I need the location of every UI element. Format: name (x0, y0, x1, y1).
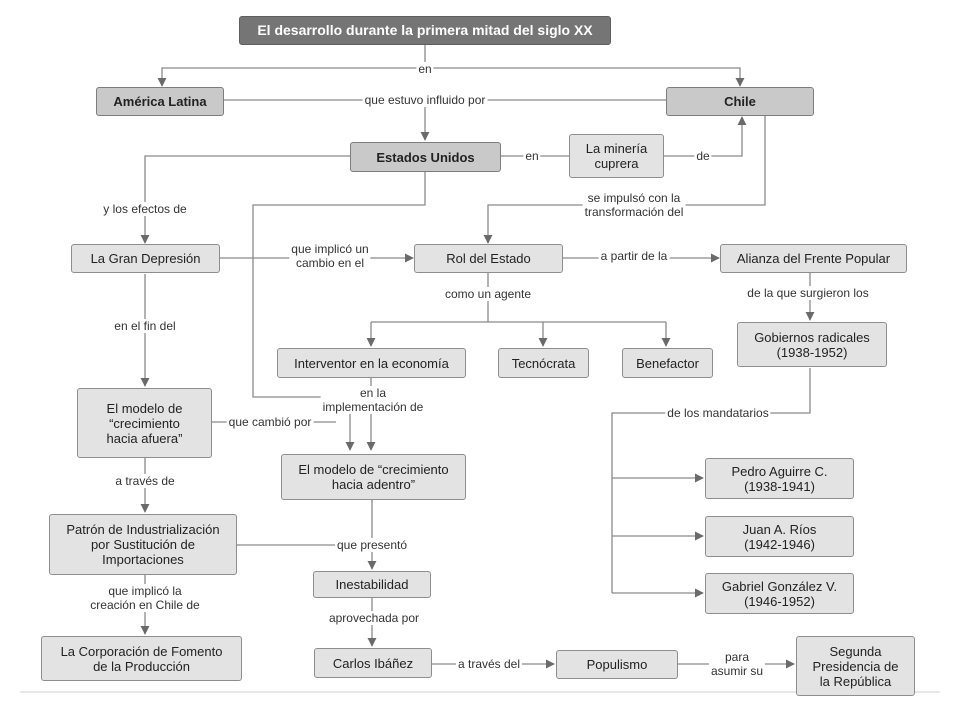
node-gonzalez: Gabriel González V. (1946-1952) (705, 573, 854, 614)
node-rol-estado: Rol del Estado (414, 244, 563, 273)
node-inestabilidad: Inestabilidad (313, 571, 431, 598)
link-implico-creacion: que implicó la creación en Chile de (88, 584, 202, 612)
title-node: El desarrollo durante la primera mitad d… (239, 16, 611, 45)
node-interventor: Interventor en la economía (277, 348, 466, 378)
link-presento: que presentó (334, 538, 410, 552)
connector-mineria-chile (664, 116, 747, 157)
node-estados-unidos: Estados Unidos (350, 142, 501, 172)
node-benefactor: Benefactor (622, 348, 713, 378)
node-ibanez: Carlos Ibáñez (314, 648, 432, 678)
node-america-latina: América Latina (96, 87, 224, 116)
link-fin-del: en el fin del (112, 319, 178, 333)
link-cambio-por: que cambió por (226, 415, 314, 429)
node-tecnocrata: Tecnócrata (498, 348, 589, 378)
node-gran-depresion: La Gran Depresión (71, 244, 220, 273)
node-chile: Chile (666, 87, 814, 116)
link-impulso: se impulsó con la transformación del (582, 191, 686, 219)
link-a-partir: a partir de la (598, 249, 670, 263)
connector-eeuu-depresion (140, 155, 350, 244)
link-aprovechada: aprovechada por (326, 611, 422, 625)
node-modelo-afuera: El modelo de “crecimiento hacia afuera” (77, 388, 212, 458)
link-en-la-impl: en la implementación de (320, 386, 426, 414)
node-mineria: La minería cuprera (569, 134, 664, 178)
link-efectos: y los efectos de (101, 202, 189, 216)
link-mandatarios: de los mandatarios (665, 406, 771, 420)
link-para-asumir: para asumir su (708, 650, 766, 678)
node-populismo: Populismo (556, 650, 678, 679)
connector-title-chile (425, 67, 745, 87)
link-a-traves-del: a través del (455, 657, 523, 671)
node-aguirre: Pedro Aguirre C. (1938-1941) (705, 458, 854, 499)
link-en-eeuu: en (523, 149, 541, 163)
link-surgieron: de la que surgieron los (745, 286, 871, 300)
link-como-agente: como un agente (442, 287, 534, 301)
connector-title-america (157, 67, 425, 87)
node-rios: Juan A. Ríos (1942-1946) (705, 516, 854, 557)
link-implico-cambio: que implicó un cambio en el (289, 242, 371, 270)
node-gobiernos: Gobiernos radicales (1938-1952) (737, 322, 887, 367)
link-en-top: en (416, 62, 434, 76)
link-influido: que estuvo influido por (362, 93, 488, 107)
node-alianza: Alianza del Frente Popular (720, 244, 907, 273)
node-corfo: La Corporación de Fomento de la Producci… (41, 636, 242, 681)
node-patron: Patrón de Industrialización por Sustituc… (49, 514, 237, 575)
node-segunda: Segunda Presidencia de la República (796, 636, 915, 696)
node-modelo-adentro: El modelo de “crecimiento hacia adentro” (281, 454, 466, 500)
link-de-mineria: de (694, 149, 712, 163)
link-a-traves-de: a través de (113, 474, 177, 488)
